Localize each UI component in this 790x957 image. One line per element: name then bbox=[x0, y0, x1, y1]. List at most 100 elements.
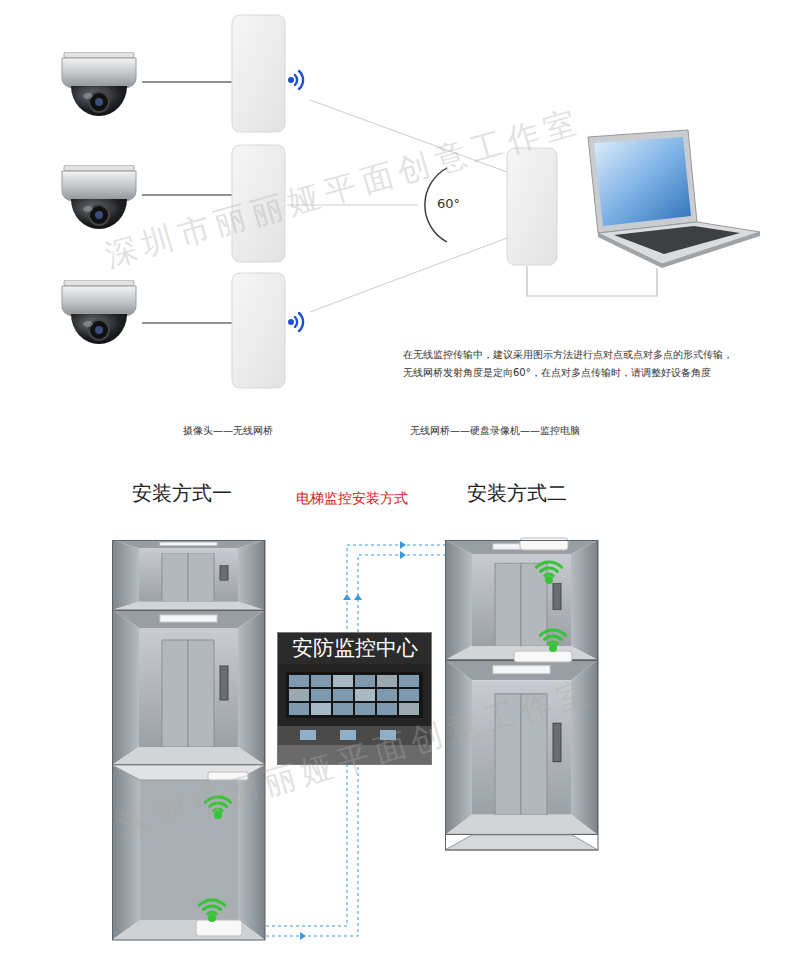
desk-front bbox=[277, 745, 432, 765]
monitor bbox=[340, 730, 356, 740]
wifi-arc bbox=[545, 636, 562, 640]
watermark: 深圳市丽丽娅平面创意工作室 bbox=[113, 670, 600, 848]
dome-camera bbox=[62, 280, 136, 344]
screen bbox=[311, 689, 331, 701]
screen bbox=[377, 703, 397, 715]
arrowhead bbox=[354, 594, 362, 600]
wifi-arc bbox=[545, 574, 553, 576]
laptop-lid bbox=[588, 130, 697, 233]
cable bbox=[142, 82, 232, 83]
monitor bbox=[300, 730, 316, 740]
elevator-car bbox=[445, 540, 598, 660]
elevator-car bbox=[112, 610, 265, 765]
bridge-device bbox=[196, 920, 242, 936]
signal-line bbox=[310, 238, 507, 312]
screen bbox=[333, 675, 353, 687]
signal-line bbox=[287, 205, 418, 206]
laptop-edge bbox=[662, 232, 760, 268]
angle-label: 60° bbox=[437, 196, 460, 212]
bridge-panel bbox=[232, 15, 285, 132]
wireless-bridges bbox=[232, 15, 557, 388]
wifi-dot bbox=[547, 578, 552, 583]
shaft-wall bbox=[112, 765, 140, 940]
wifi-dot bbox=[216, 813, 221, 818]
bridge-device bbox=[208, 772, 248, 780]
watermark: 深圳市丽丽娅平面创意工作室 bbox=[100, 100, 587, 278]
caption-label: 无线网桥——硬盘录像机——监控电脑 bbox=[410, 425, 580, 437]
wifi-arc bbox=[295, 75, 297, 85]
screen bbox=[377, 689, 397, 701]
shaft-outline bbox=[113, 541, 266, 941]
wifi-arc bbox=[199, 900, 224, 905]
screen bbox=[355, 689, 375, 701]
screen bbox=[333, 703, 353, 715]
center-box: 安防监控中心 bbox=[277, 632, 432, 765]
signal-lines bbox=[287, 100, 507, 312]
car-bottom-plate bbox=[112, 765, 265, 780]
video-wall bbox=[286, 672, 423, 718]
wifi-arc bbox=[214, 809, 222, 811]
screen bbox=[289, 703, 309, 715]
screen bbox=[377, 675, 397, 687]
bridge-device bbox=[514, 651, 572, 662]
wifi-arc bbox=[208, 912, 216, 914]
note-line: 在无线监控传输中，建议采用图示方法进行点对点或点对多点的形式传输， bbox=[403, 349, 733, 361]
screen bbox=[399, 675, 419, 687]
bridge-panel bbox=[232, 145, 285, 262]
install-wiring bbox=[242, 545, 445, 936]
section-heading: 电梯监控安装方式 bbox=[296, 490, 408, 507]
wifi-arc bbox=[536, 562, 561, 567]
shaft-back bbox=[140, 780, 238, 920]
laptop-edge bbox=[598, 233, 662, 268]
dashed-wire bbox=[242, 555, 445, 936]
wifi-arc bbox=[205, 797, 230, 802]
arrowhead bbox=[400, 551, 406, 559]
screen bbox=[289, 675, 309, 687]
desk bbox=[277, 726, 432, 765]
car-bottom-plate bbox=[445, 835, 598, 850]
pit-floor bbox=[112, 920, 265, 940]
wifi-arc bbox=[210, 803, 227, 807]
shaft-wall bbox=[238, 765, 265, 940]
wifi-arc bbox=[540, 630, 565, 635]
screen bbox=[355, 675, 375, 687]
screen bbox=[289, 689, 309, 701]
elevator-left bbox=[112, 540, 265, 940]
screen bbox=[355, 703, 375, 715]
elevator-car bbox=[445, 660, 598, 835]
arrowhead bbox=[300, 932, 306, 940]
arrowhead bbox=[343, 594, 351, 600]
box-title: 安防监控中心 bbox=[278, 633, 431, 664]
section-title: 安装方式一 bbox=[132, 481, 232, 505]
caption-label: 摄像头——无线网桥 bbox=[183, 425, 273, 437]
control-room-photo bbox=[277, 632, 432, 765]
note-line: 无线网桥发射角度是定向60°，在点对多点传输时，请调整好设备角度 bbox=[403, 367, 711, 379]
elevator-car bbox=[112, 540, 265, 610]
cable bbox=[142, 195, 232, 196]
cable bbox=[142, 323, 232, 324]
laptop-screen bbox=[594, 137, 691, 226]
dome-camera bbox=[62, 165, 136, 229]
dashed-wire bbox=[242, 545, 445, 926]
wifi-arc bbox=[541, 568, 558, 572]
bridge-panel bbox=[507, 148, 557, 265]
screen bbox=[311, 703, 331, 715]
wifi-blue bbox=[289, 71, 303, 331]
bridge-device bbox=[520, 538, 568, 550]
wifi-dot bbox=[551, 646, 556, 651]
recorder-cable bbox=[527, 266, 657, 296]
video-screens bbox=[289, 675, 419, 715]
screen bbox=[399, 689, 419, 701]
camera-cables bbox=[142, 82, 232, 323]
elevator-right bbox=[445, 538, 598, 850]
wifi-dot bbox=[289, 320, 293, 324]
arrowhead bbox=[400, 541, 406, 549]
monitor bbox=[380, 730, 396, 740]
wifi-arc bbox=[204, 906, 221, 910]
wifi-green bbox=[199, 562, 565, 920]
section-title: 安装方式二 bbox=[467, 481, 567, 505]
wifi-arc bbox=[299, 71, 303, 89]
wifi-dot bbox=[289, 78, 293, 82]
